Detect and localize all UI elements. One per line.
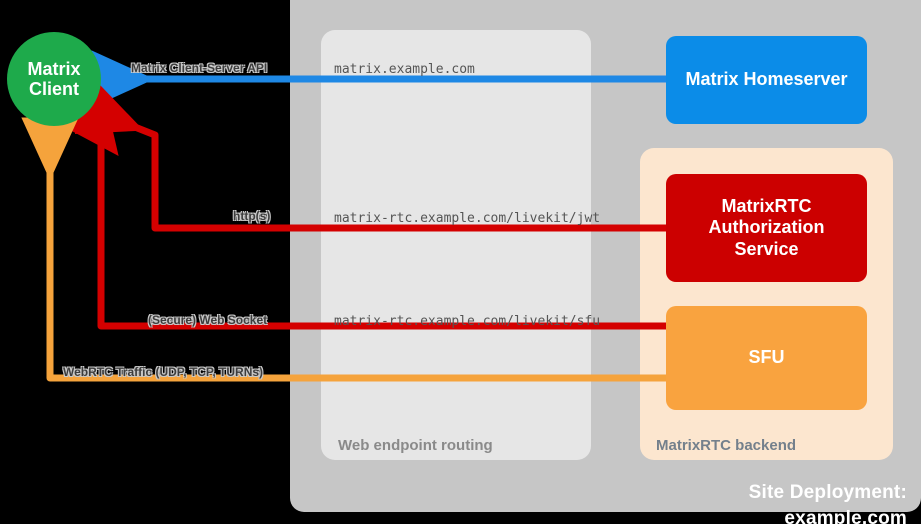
edge-label-websocket: (Secure) Web Socket xyxy=(148,313,268,327)
matrixrtc-auth-label-line3: Service xyxy=(734,238,799,259)
edge-label-webrtc: WebRTC Traffic (UDP, TCP, TURNs) xyxy=(63,365,264,379)
matrixrtc-auth-label-line1: MatrixRTC xyxy=(721,195,812,216)
node-sfu[interactable]: SFU xyxy=(666,306,867,410)
node-matrix-homeserver[interactable]: Matrix Homeserver xyxy=(666,36,867,124)
edge-label-client-server-api: Matrix Client-Server API xyxy=(131,61,268,75)
web-endpoint-routing-caption: Web endpoint routing xyxy=(338,437,493,454)
node-matrixrtc-authorization-service[interactable]: MatrixRTC Authorization Service xyxy=(666,174,867,282)
matrixrtc-auth-label-line2: Authorization xyxy=(708,217,825,238)
matrix-client-label-line2: Client xyxy=(28,79,79,99)
url-label-livekit-sfu: matrix-rtc.example.com/livekit/sfu xyxy=(334,314,601,329)
matrixrtc-backend-caption: MatrixRTC backend xyxy=(656,437,797,454)
sfu-label: SFU xyxy=(748,347,785,368)
url-label-matrix: matrix.example.com xyxy=(334,62,475,77)
edge-label-https: http(s) xyxy=(233,209,271,223)
web-endpoint-routing-container xyxy=(321,30,591,460)
url-label-livekit-jwt: matrix-rtc.example.com/livekit/jwt xyxy=(334,211,601,226)
matrix-client-label-line1: Matrix xyxy=(27,58,81,79)
matrix-homeserver-label: Matrix Homeserver xyxy=(685,69,848,90)
site-deployment-caption: Site Deployment: example.com xyxy=(748,482,907,524)
node-matrix-client[interactable]: Matrix Client xyxy=(7,32,101,126)
